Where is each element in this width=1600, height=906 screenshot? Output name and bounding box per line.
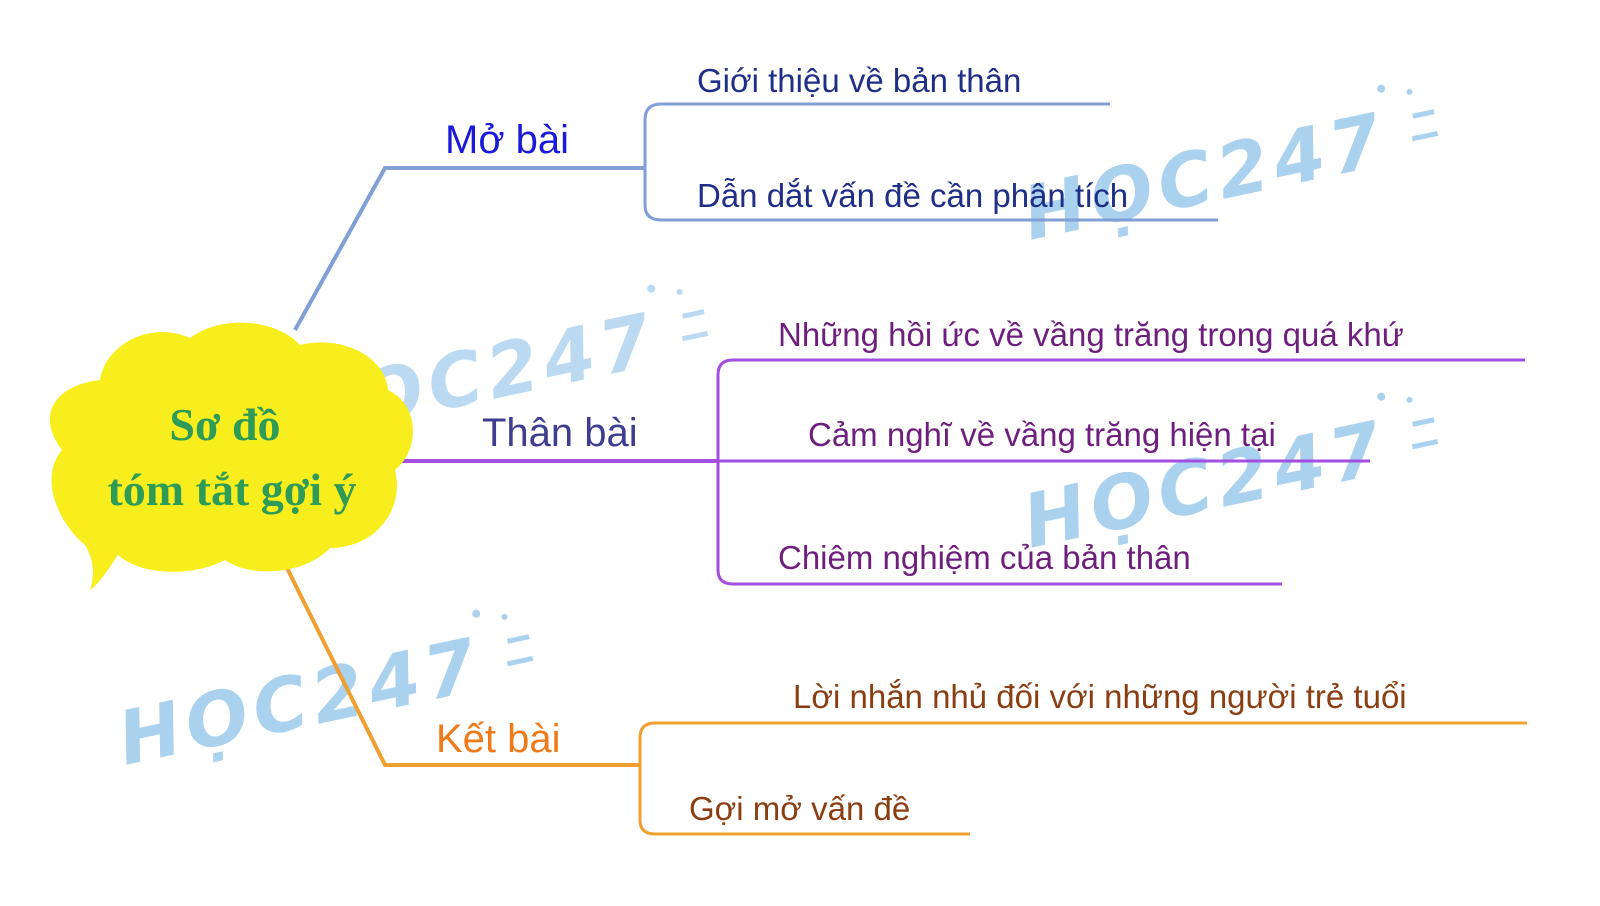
leaf-connector <box>638 721 1527 765</box>
branch-mo-bai: Mở bài Giới thiệu về bản thân Dẫn dắt vấ… <box>293 62 1218 331</box>
central-title-line1: Sơ đồ <box>169 399 280 450</box>
leaf-label: Cảm nghĩ về vầng trăng hiện tại <box>808 416 1276 453</box>
leaf-connector <box>716 358 1525 461</box>
leaf-label: Dẫn dắt vấn đề cần phân tích <box>697 177 1128 214</box>
leaf-label: Những hồi ức về vầng trăng trong quá khứ <box>778 316 1404 353</box>
leaf-label: Giới thiệu về bản thân <box>697 62 1021 99</box>
branch-label-than-bai: Thân bài <box>482 411 638 455</box>
central-title-line2: tóm tắt gợi ý <box>107 464 356 515</box>
leaf-label: Lời nhắn nhủ đối với những người trẻ tuổ… <box>793 678 1407 715</box>
watermark-logo: HỌC247 <box>1016 84 1439 258</box>
leaf-connector <box>716 461 1282 586</box>
cloud-shape <box>49 322 413 590</box>
watermark-text: HỌC247 <box>111 622 490 783</box>
branch-label-mo-bai: Mở bài <box>445 118 569 162</box>
branch-than-bai: Thân bài Những hồi ức về vầng trăng tron… <box>398 316 1525 586</box>
leaf-label: Gợi mở vấn đề <box>689 790 910 827</box>
leaf-label: Chiêm nghiệm của bản thân <box>778 539 1191 576</box>
branch-label-ket-bai: Kết bài <box>436 717 561 761</box>
branch-connector <box>281 559 640 767</box>
branch-ket-bai: Kết bài Lời nhắn nhủ đối với những người… <box>281 559 1527 836</box>
leaf-connector <box>643 102 1110 168</box>
leaf-connector <box>638 765 970 836</box>
central-node: Sơ đồ tóm tắt gợi ý <box>49 322 413 590</box>
leaf-connector <box>643 168 1218 222</box>
branch-connector <box>293 166 645 331</box>
